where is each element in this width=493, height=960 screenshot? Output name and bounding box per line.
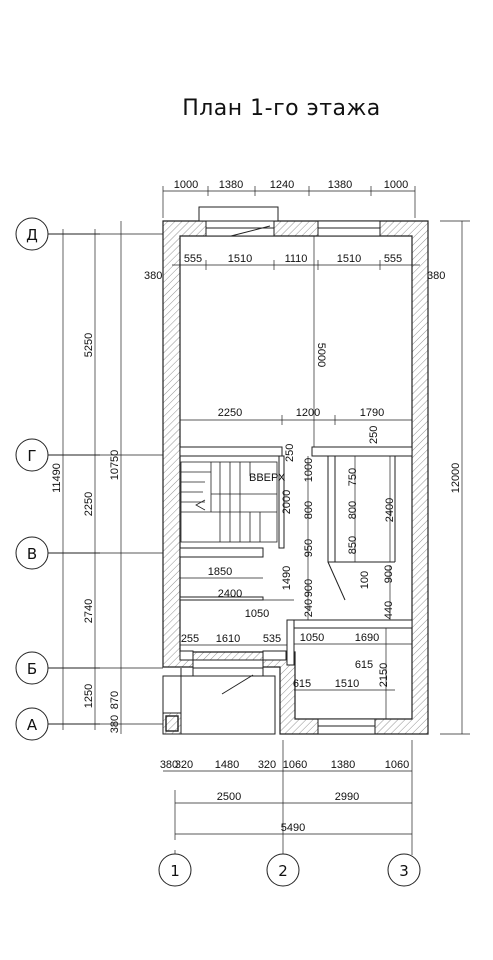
dim-mid-3: 1790 xyxy=(360,407,384,419)
dim-left-5250: 5250 xyxy=(83,333,95,357)
dim-1050-b: 1050 xyxy=(300,632,324,644)
axis-label-v: В xyxy=(27,545,37,563)
dim-750: 750 xyxy=(347,468,359,486)
dim-1690: 1690 xyxy=(355,632,379,644)
dim-1000: 1000 xyxy=(303,458,315,482)
dim-240: 240 xyxy=(303,599,315,617)
dim-100: 100 xyxy=(359,571,371,589)
dim-left-2250: 2250 xyxy=(83,492,95,516)
dim-bot-5: 1060 xyxy=(283,759,307,771)
dim-win-2: 1510 xyxy=(228,253,252,265)
dim-870: 870 xyxy=(109,691,121,709)
dim-2400-v: 2400 xyxy=(384,498,396,522)
dim-380-right: 380 xyxy=(427,270,445,282)
dim-bot-6: 1380 xyxy=(331,759,355,771)
dim-top-1: 1000 xyxy=(174,179,198,191)
dim-left-1250: 1250 xyxy=(83,684,95,708)
axis-label-1: 1 xyxy=(170,862,180,880)
dim-bot-4: 320 xyxy=(258,759,276,771)
dim-440: 440 xyxy=(383,601,395,619)
dim-win-4: 1510 xyxy=(337,253,361,265)
windows-doors xyxy=(192,206,381,735)
axis-label-b: Б xyxy=(27,660,37,678)
dim-250-b: 250 xyxy=(284,444,296,462)
dim-2400-h: 2400 xyxy=(218,588,242,600)
dim-800-b: 800 xyxy=(347,501,359,519)
axis-label-a: А xyxy=(27,716,38,734)
dim-900-a: 900 xyxy=(303,579,315,597)
dim-top-4: 1380 xyxy=(328,179,352,191)
dim-top-2: 1380 xyxy=(219,179,243,191)
dim-380-left: 380 xyxy=(144,270,162,282)
dim-535: 535 xyxy=(263,633,281,645)
interior-walls xyxy=(179,446,413,666)
dim-left-2740: 2740 xyxy=(83,599,95,623)
dim-win-5: 555 xyxy=(384,253,402,265)
dim-bot-2: 320 xyxy=(175,759,193,771)
dim-bot2-1: 2500 xyxy=(217,791,241,803)
dim-bot-7: 1060 xyxy=(385,759,409,771)
dimension-labels: 1000 1380 1240 1380 1000 555 1510 1110 1… xyxy=(51,179,462,834)
dim-mid-1: 2250 xyxy=(218,407,242,419)
dim-top-3: 1240 xyxy=(270,179,294,191)
dim-1050-a: 1050 xyxy=(245,608,269,620)
axis-label-g: Г xyxy=(27,447,36,465)
dimension-lines xyxy=(62,186,470,855)
dim-bot-3: 1480 xyxy=(215,759,239,771)
dim-mid-2: 1200 xyxy=(296,407,320,419)
axis-label-3: 3 xyxy=(399,862,409,880)
dim-bot-total: 5490 xyxy=(281,822,305,834)
dim-850: 850 xyxy=(347,536,359,554)
dim-950: 950 xyxy=(303,539,315,557)
dim-1490: 1490 xyxy=(281,566,293,590)
dim-left-11490: 11490 xyxy=(51,463,63,493)
dim-bot2-2: 2990 xyxy=(335,791,359,803)
dim-255: 255 xyxy=(181,633,199,645)
dim-800-a: 800 xyxy=(303,501,315,519)
dim-615-a: 615 xyxy=(355,659,373,671)
axis-bubbles-rows xyxy=(15,217,100,741)
dim-380-b: 380 xyxy=(109,715,121,733)
dim-win-1: 555 xyxy=(184,253,202,265)
plan-title: План 1-го этажа xyxy=(182,96,381,121)
dim-2000: 2000 xyxy=(281,490,293,514)
dim-1850: 1850 xyxy=(208,566,232,578)
entrance-porch xyxy=(162,668,276,735)
stair-up-label: ВВЕРХ xyxy=(249,472,286,484)
dim-615-b: 615 xyxy=(293,678,311,690)
dim-left-10750: 10750 xyxy=(109,450,121,481)
staircase xyxy=(180,461,278,543)
dim-1510: 1510 xyxy=(335,678,359,690)
dim-2150: 2150 xyxy=(378,663,390,687)
axis-bubbles-cols xyxy=(158,853,421,887)
dim-900-b: 900 xyxy=(383,565,395,583)
dim-5000: 5000 xyxy=(315,343,327,367)
dim-win-3: 1110 xyxy=(285,253,308,265)
outer-walls xyxy=(162,220,429,735)
dim-right-12000: 12000 xyxy=(450,463,462,494)
dim-bot-1: 380 xyxy=(160,759,178,771)
dim-top-5: 1000 xyxy=(384,179,408,191)
dim-1610: 1610 xyxy=(216,633,240,645)
axis-label-d: Д xyxy=(26,226,38,244)
axis-label-2: 2 xyxy=(278,862,288,880)
dim-250-a: 250 xyxy=(368,426,380,444)
